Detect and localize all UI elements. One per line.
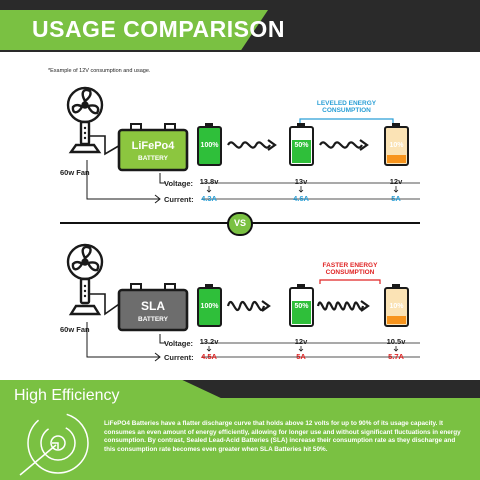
battery-subtitle: BATTERY bbox=[138, 155, 168, 162]
voltage-value: 12v bbox=[389, 177, 403, 186]
voltage-value: 13.8v bbox=[199, 177, 219, 186]
footer-description: LiFePO4 Batteries have a flatter dischar… bbox=[104, 420, 461, 453]
footer-title: High Efficiency bbox=[14, 387, 120, 404]
fan-icon bbox=[66, 243, 104, 316]
footnote: *Example of 12V consumption and usage. bbox=[48, 68, 151, 74]
current-value: 5A bbox=[391, 194, 401, 203]
current-value: 4.5A bbox=[201, 352, 217, 361]
target-arrow-icon bbox=[19, 412, 89, 476]
sla-battery-icon bbox=[117, 283, 189, 332]
load-label: 60w Fan bbox=[60, 325, 90, 334]
current-value: 5A bbox=[296, 352, 306, 361]
vs-badge bbox=[227, 212, 253, 236]
sla-diagram bbox=[66, 243, 420, 362]
current-value: 4.3A bbox=[201, 194, 217, 203]
current-label: Current: bbox=[164, 353, 194, 362]
cell-50-icon bbox=[289, 284, 314, 327]
energy-label: FASTER ENERGY CONSUMPTION bbox=[322, 262, 378, 277]
voltage-label: Voltage: bbox=[164, 179, 194, 188]
current-value: 5.7A bbox=[388, 352, 404, 361]
voltage-label: Voltage: bbox=[164, 339, 194, 348]
cell-label: 50% bbox=[294, 303, 309, 310]
fan-icon bbox=[66, 86, 104, 154]
cell-label: 10% bbox=[389, 303, 404, 310]
cell-label: 100% bbox=[200, 142, 219, 149]
voltage-value: 12v bbox=[294, 337, 308, 346]
current-label: Current: bbox=[164, 195, 194, 204]
lifepo4-diagram bbox=[66, 86, 420, 204]
voltage-value: 13v bbox=[294, 177, 308, 186]
cell-50-icon bbox=[289, 123, 314, 166]
cell-100-icon bbox=[197, 284, 222, 327]
voltage-value: 13.2v bbox=[199, 337, 219, 346]
page-title: USAGE COMPARISON bbox=[32, 16, 285, 42]
cell-10-icon bbox=[384, 123, 409, 166]
current-value: 4.6A bbox=[293, 194, 309, 203]
lifepo4-battery-icon bbox=[117, 123, 189, 172]
cell-label: 100% bbox=[200, 303, 219, 310]
header-banner bbox=[0, 10, 268, 50]
battery-name: LiFePo4 bbox=[131, 140, 175, 152]
cell-label: 10% bbox=[389, 142, 404, 149]
energy-label: LEVELED ENERGY CONSUMPTION bbox=[316, 100, 377, 115]
cell-100-icon bbox=[197, 123, 222, 166]
voltage-value: 10.5v bbox=[386, 337, 406, 346]
cell-10-icon bbox=[384, 284, 409, 327]
cell-label: 50% bbox=[294, 142, 309, 149]
vs-label: VS bbox=[233, 218, 246, 228]
battery-name: SLA bbox=[141, 299, 165, 313]
battery-subtitle: BATTERY bbox=[138, 316, 168, 323]
load-label: 60w Fan bbox=[60, 168, 90, 177]
